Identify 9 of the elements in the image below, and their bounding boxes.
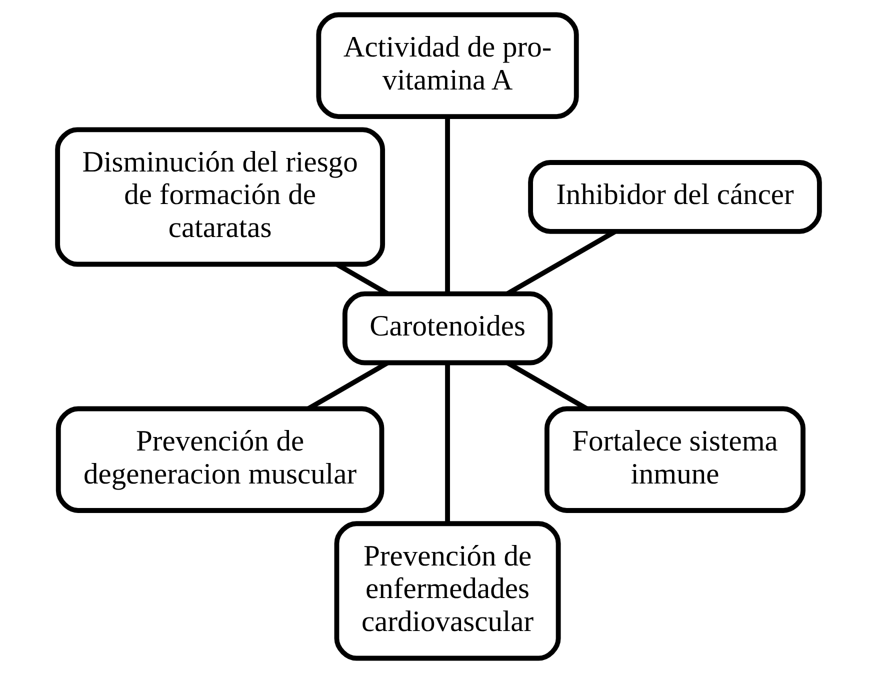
node-box: Prevención de degeneracion muscular (55, 406, 384, 513)
node-box: Carotenoides (342, 291, 552, 366)
connector (444, 116, 450, 294)
node-box: Inhibidor del cáncer (528, 160, 822, 234)
connector (444, 363, 450, 524)
node-box: Prevención de enfermedades cardiovascular (334, 521, 560, 661)
node-box: Actividad de pro-vitamina A (316, 12, 578, 119)
node-box: Fortalece sistema inmune (544, 406, 805, 513)
node-box: Disminución del riesgo de formación de cataratas (54, 127, 385, 267)
